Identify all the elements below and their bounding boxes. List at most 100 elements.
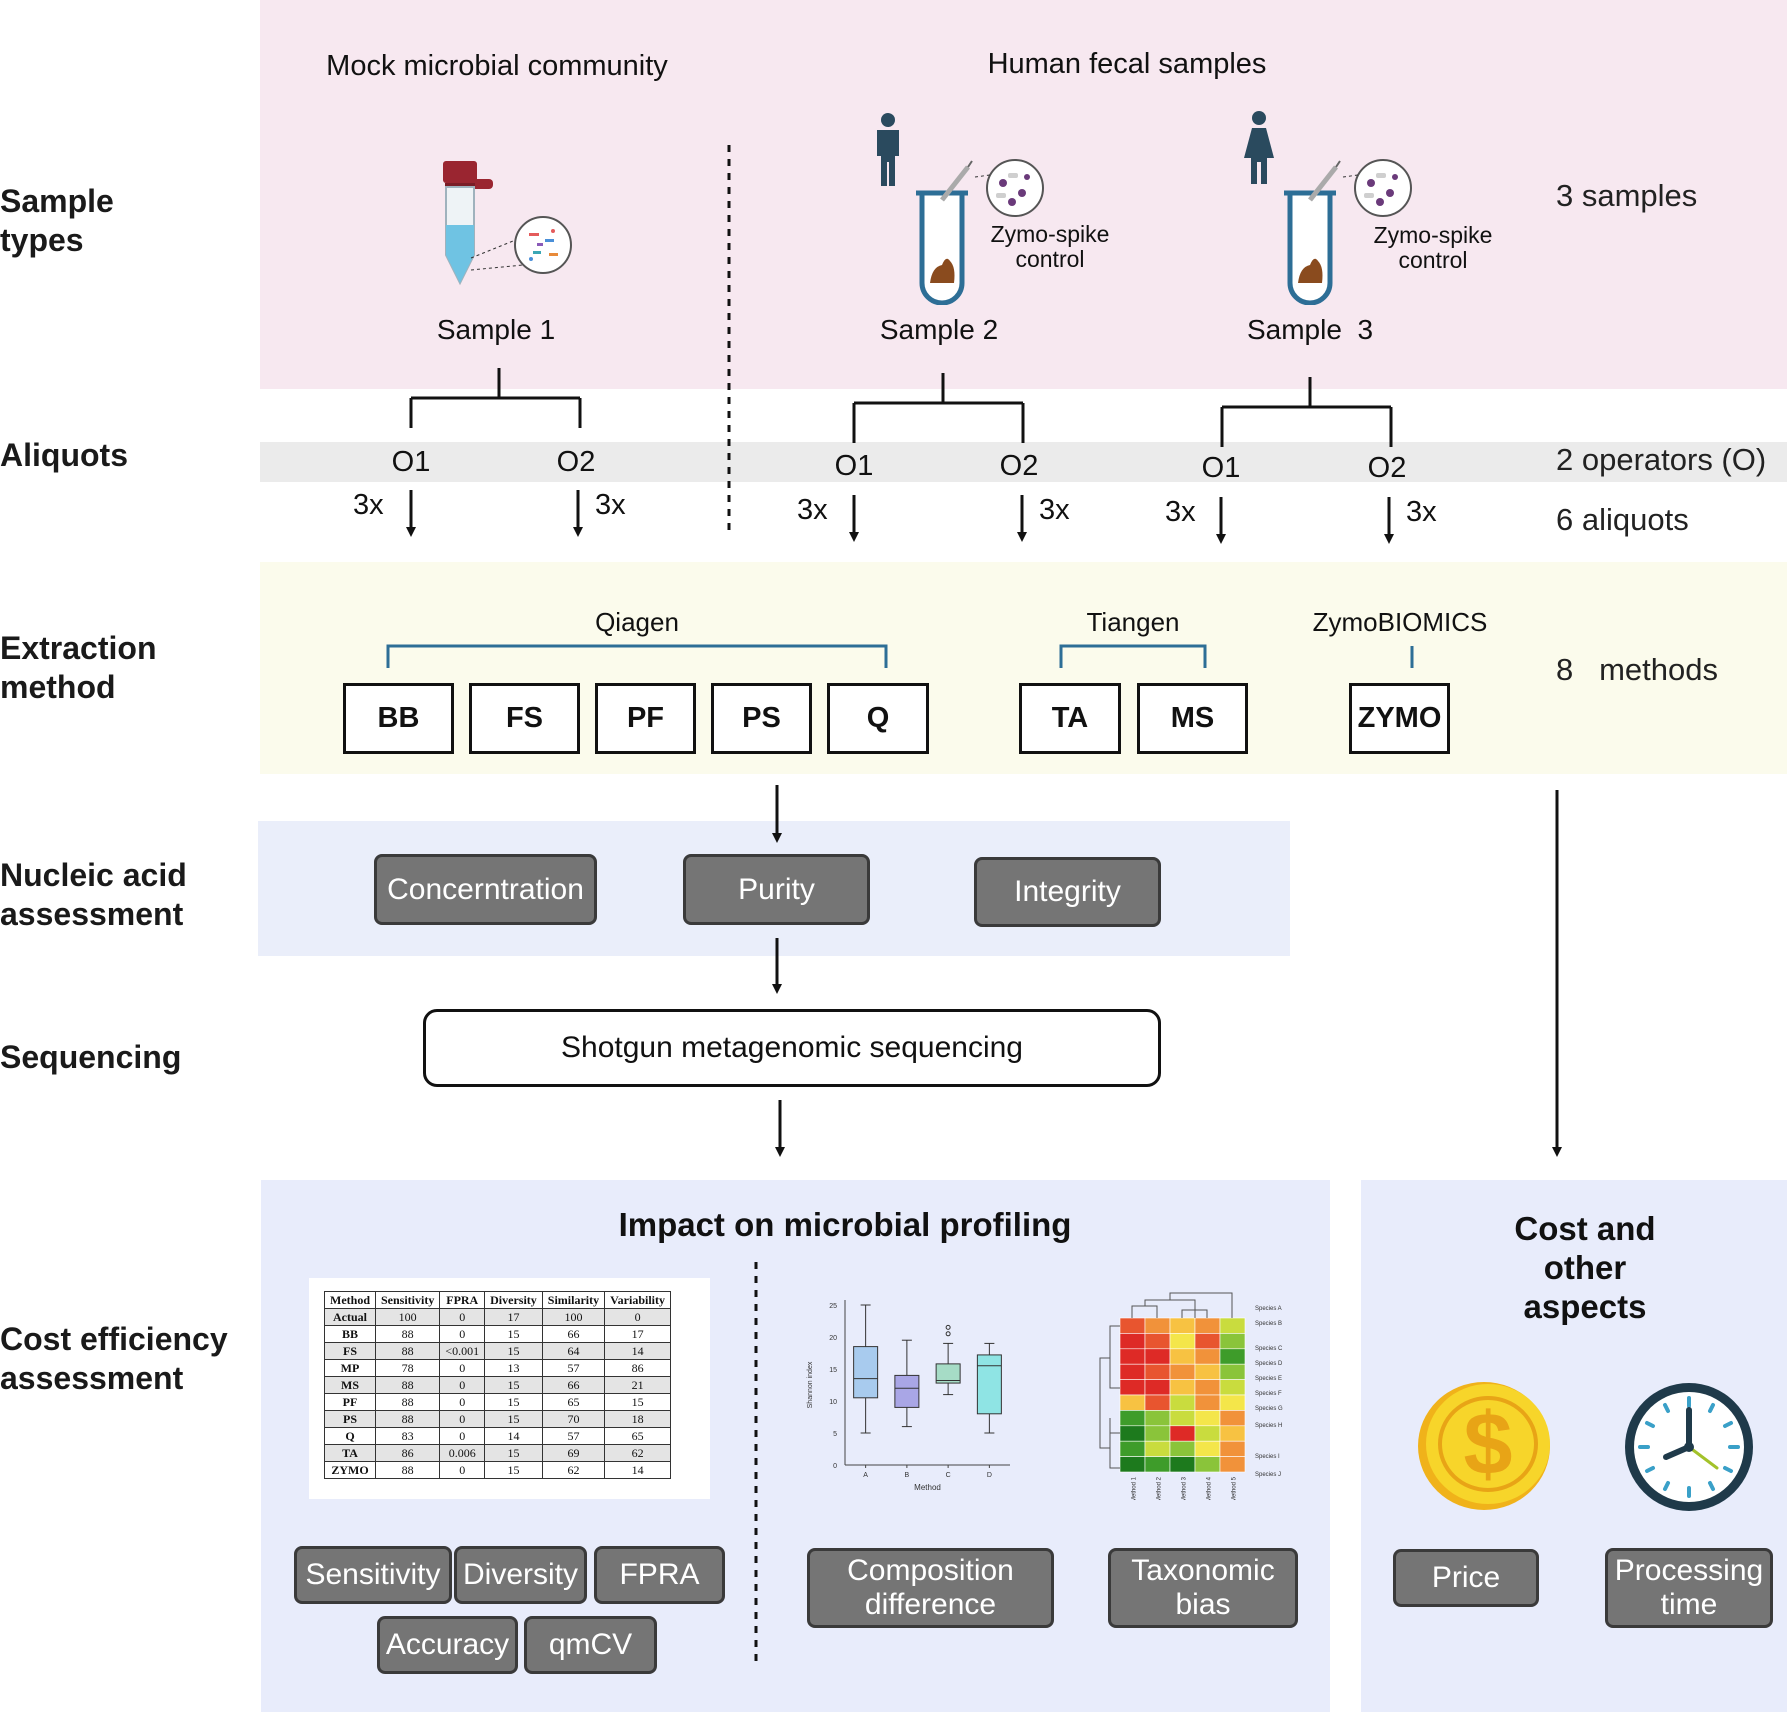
table-cell: TA bbox=[324, 1444, 376, 1462]
table-cell: BB bbox=[324, 1325, 376, 1343]
metric-qmcv: qmCV bbox=[524, 1616, 657, 1674]
method-box-zymo: ZYMO bbox=[1349, 683, 1450, 754]
table-cell: 0 bbox=[439, 1325, 486, 1343]
heatmap-cell bbox=[1119, 1410, 1146, 1427]
row-label-cost: Cost efficiency assessment bbox=[0, 1321, 228, 1396]
replicate-label: 3x bbox=[797, 494, 828, 526]
table-cell: MS bbox=[324, 1376, 376, 1394]
heatmap-cell bbox=[1169, 1379, 1196, 1396]
heatmap-cell bbox=[1169, 1394, 1196, 1411]
aliquots-band bbox=[260, 442, 1787, 482]
boxplot-x-label: Method bbox=[914, 1483, 941, 1492]
boxplot-box bbox=[853, 1346, 879, 1399]
heatmap-cell bbox=[1169, 1440, 1196, 1457]
heatmap-cell bbox=[1119, 1456, 1146, 1473]
table-cell: 15 bbox=[484, 1461, 543, 1479]
table-cell: 0 bbox=[439, 1461, 486, 1479]
table-cell: FS bbox=[324, 1342, 376, 1360]
heatmap-cell bbox=[1219, 1440, 1246, 1457]
boxplot-y-tick: 25 bbox=[829, 1303, 837, 1310]
fecal-tube-icon-2 bbox=[910, 155, 1050, 305]
heatmap-cell bbox=[1169, 1348, 1196, 1365]
table-cell: Actual bbox=[324, 1308, 376, 1326]
heatmap-cell bbox=[1169, 1363, 1196, 1380]
table-cell: 86 bbox=[604, 1359, 672, 1377]
table-cell: Method bbox=[324, 1291, 376, 1309]
table-cell: 100 bbox=[541, 1308, 606, 1326]
table-cell: 0 bbox=[439, 1410, 486, 1428]
heatmap-cell bbox=[1144, 1363, 1171, 1380]
fecal-tube-icon-3 bbox=[1278, 155, 1418, 305]
impact-title: Impact on microbial profiling bbox=[618, 1206, 1072, 1243]
heatmap-method-label: Method 1 bbox=[1132, 1476, 1138, 1500]
boxplot-y-tick: 15 bbox=[829, 1367, 837, 1374]
table-cell: 17 bbox=[604, 1325, 672, 1343]
note-operators: 2 operators (O) bbox=[1556, 442, 1767, 477]
metric-accuracy: Accuracy bbox=[377, 1616, 518, 1674]
heatmap-cell bbox=[1194, 1363, 1221, 1380]
coin-dollar-sign: $ bbox=[1464, 1394, 1513, 1493]
header-human-fecal: Human fecal samples bbox=[987, 48, 1267, 80]
boxplot-box bbox=[935, 1363, 961, 1384]
table-cell: PS bbox=[324, 1410, 376, 1428]
heatmap-cell bbox=[1119, 1363, 1146, 1380]
boxplot-outlier bbox=[945, 1324, 951, 1330]
table-cell: FPRA bbox=[439, 1291, 486, 1309]
boxplot-y-tick: 0 bbox=[833, 1463, 837, 1470]
heatmap-cell bbox=[1119, 1348, 1146, 1365]
heatmap-cell bbox=[1169, 1456, 1196, 1473]
metric-processing-time: Processing time bbox=[1605, 1548, 1773, 1628]
table-cell: 0 bbox=[439, 1359, 486, 1377]
heatmap-cell bbox=[1144, 1394, 1171, 1411]
test-integrity: Integrity bbox=[974, 857, 1161, 927]
table-cell: <0.001 bbox=[439, 1342, 486, 1360]
table-cell: 13 bbox=[484, 1359, 543, 1377]
method-box-pf: PF bbox=[595, 683, 696, 754]
heatmap-species-label: Species D bbox=[1255, 1361, 1283, 1367]
table-cell: 64 bbox=[541, 1342, 606, 1360]
heatmap-cell bbox=[1219, 1363, 1246, 1380]
heatmap-cell bbox=[1169, 1317, 1196, 1334]
mock-tube-icon bbox=[433, 155, 573, 290]
heatmap-cell bbox=[1169, 1333, 1196, 1350]
heatmap-cell bbox=[1144, 1379, 1171, 1396]
boxplot-box bbox=[976, 1354, 1002, 1415]
replicate-label: 3x bbox=[353, 489, 384, 521]
heatmap-method-label: Method 2 bbox=[1157, 1476, 1163, 1500]
replicate-label: 3x bbox=[1165, 496, 1196, 528]
table-cell: 100 bbox=[374, 1308, 441, 1326]
table-cell: 88 bbox=[374, 1461, 441, 1479]
heatmap-cell bbox=[1144, 1440, 1171, 1457]
heatmap-row-dendrogram bbox=[1099, 1325, 1120, 1469]
table-cell: Variability bbox=[604, 1291, 672, 1309]
metric-fpra: FPRA bbox=[594, 1546, 725, 1604]
method-box-ta: TA bbox=[1019, 683, 1121, 754]
method-box-fs: FS bbox=[469, 683, 580, 754]
note-methods: 8 methods bbox=[1556, 652, 1718, 687]
metric-price: Price bbox=[1393, 1549, 1539, 1607]
table-cell: 0 bbox=[439, 1393, 486, 1411]
table-cell: 69 bbox=[541, 1444, 606, 1462]
table-cell: 15 bbox=[604, 1393, 672, 1411]
table-cell: 83 bbox=[374, 1427, 441, 1445]
table-cell: 21 bbox=[604, 1376, 672, 1394]
heatmap-species-label: Species H bbox=[1255, 1423, 1282, 1429]
table-cell: 62 bbox=[541, 1461, 606, 1479]
table-cell: 15 bbox=[484, 1342, 543, 1360]
operator-label: O1 bbox=[1201, 452, 1241, 484]
operator-label: O2 bbox=[999, 450, 1039, 482]
header-mock-community: Mock microbial community bbox=[326, 50, 668, 82]
heatmap-method-label: Method 4 bbox=[1207, 1476, 1213, 1500]
row-label-sample-types: Sample types bbox=[0, 183, 114, 258]
spike-control-label-2: Zymo-spike control bbox=[990, 221, 1110, 272]
table-cell: ZYMO bbox=[324, 1461, 376, 1479]
